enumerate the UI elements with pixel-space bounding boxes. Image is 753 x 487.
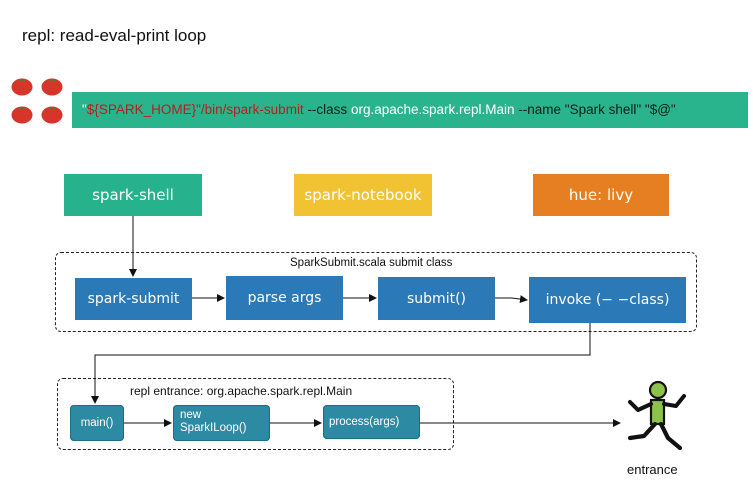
spark-notebook-box: spark-notebook [294,174,432,216]
repl-entrance-frame-title: repl entrance: org.apache.spark.repl.Mai… [130,384,353,398]
main-step: main() [70,405,124,441]
tomato-icon [11,106,33,124]
command-name-args: --name "Spark shell" "$@" [514,102,676,117]
command-bar [72,92,748,128]
spark-submit-frame-title: SparkSubmit.scala submit class [290,257,453,269]
new-sparkiloop-step: new SparkILoop() [173,405,270,441]
page-title: repl: read-eval-print loop [22,26,207,45]
tomato-icon [11,78,33,96]
submit-step: submit() [378,277,495,320]
command-text: "${SPARK_HOME}"/bin/spark-submit --class… [82,102,676,117]
entrance-label: entrance [627,462,678,477]
running-man-icon [627,380,686,451]
command-spark-submit-path: "/bin/spark-submit [196,102,304,117]
spark-shell-box: spark-shell [64,174,202,216]
command-spark-home: ${SPARK_HOME} [86,102,197,117]
tomato-icon [41,106,63,124]
new-sparkiloop-line2: SparkILoop() [180,422,247,434]
arrow-submitfn-to-invoke [495,295,528,304]
process-args-step: process(args) [323,405,420,439]
command-class-flag: --class [303,102,351,117]
invoke-class-step: invoke (− −class) [529,277,686,323]
command-quote: " [82,102,87,117]
parse-args-step: parse args [226,276,343,320]
arrow-invoke-to-main [91,323,591,404]
tomato-icon [41,78,63,96]
hue-livy-box: hue: livy [533,174,669,216]
command-main-class: org.apache.spark.repl.Main [350,102,515,117]
spark-submit-step: spark-submit [75,278,192,320]
new-sparkiloop-line1: new [180,409,202,421]
repl-entrance-frame [57,378,454,450]
spark-submit-frame [55,252,697,332]
